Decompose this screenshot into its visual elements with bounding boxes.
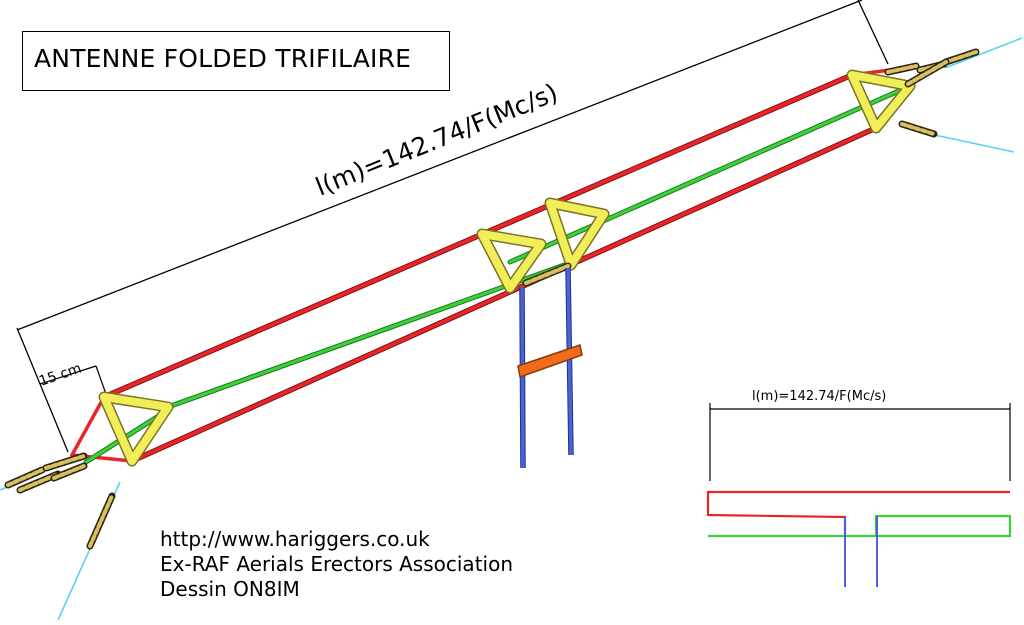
guy-rope-right-upper [944, 37, 1023, 69]
diagram-title: ANTENNE FOLDED TRIFILAIRE [34, 44, 412, 73]
insulator [906, 60, 948, 86]
guy-rope-right-lower [929, 133, 1015, 153]
insulator [52, 464, 86, 480]
conductor-middle-left [166, 261, 572, 409]
length-extension-left [16, 327, 69, 453]
spacing-label: 15 cm [37, 360, 83, 389]
schematic-dimension [709, 403, 1011, 481]
spacing-dimension [39, 365, 107, 395]
schematic-conductor-middle [708, 514, 1012, 538]
end-link-left [70, 395, 106, 457]
insulator [44, 454, 86, 470]
length-dimension-line [16, 0, 863, 331]
title-box [22, 31, 450, 91]
credit-association: Ex-RAF Aerials Erectors Association [160, 552, 513, 576]
credit-author: Dessin ON8IM [160, 577, 300, 601]
spacing-dimension-line [39, 365, 97, 385]
spreader-right [846, 69, 916, 134]
schematic-formula: l(m)=142.74/F(Mc/s) [752, 389, 886, 404]
feeder-spacer [517, 344, 583, 379]
feeder-wire-right [566, 267, 573, 456]
conductor-bottom [130, 126, 878, 463]
strain-insulators [4, 48, 980, 550]
feeder-wire-left [520, 286, 525, 469]
insulator [88, 494, 114, 548]
length-formula: l(m)=142.74/F(Mc/s) [311, 78, 561, 202]
credit-url: http://www.hariggers.co.uk [160, 527, 430, 551]
insulator [6, 468, 44, 487]
spreader-left [98, 391, 174, 467]
spacing-extension [95, 365, 107, 395]
length-extension-right [857, 0, 889, 65]
feed-insulator [522, 262, 572, 287]
insulator [944, 50, 978, 64]
insulator [886, 64, 918, 74]
conductor-middle-right [508, 84, 912, 264]
spreader-center-left [476, 228, 547, 294]
length-dimension [16, 0, 889, 453]
feeder-line [517, 267, 583, 469]
conductors [70, 68, 913, 465]
spreader-center-right [544, 197, 610, 271]
spreaders [98, 69, 916, 467]
schematic-conductor-outer [706, 490, 1010, 536]
schematic: l(m)=142.74/F(Mc/s) [706, 389, 1012, 587]
insulator [900, 122, 936, 136]
